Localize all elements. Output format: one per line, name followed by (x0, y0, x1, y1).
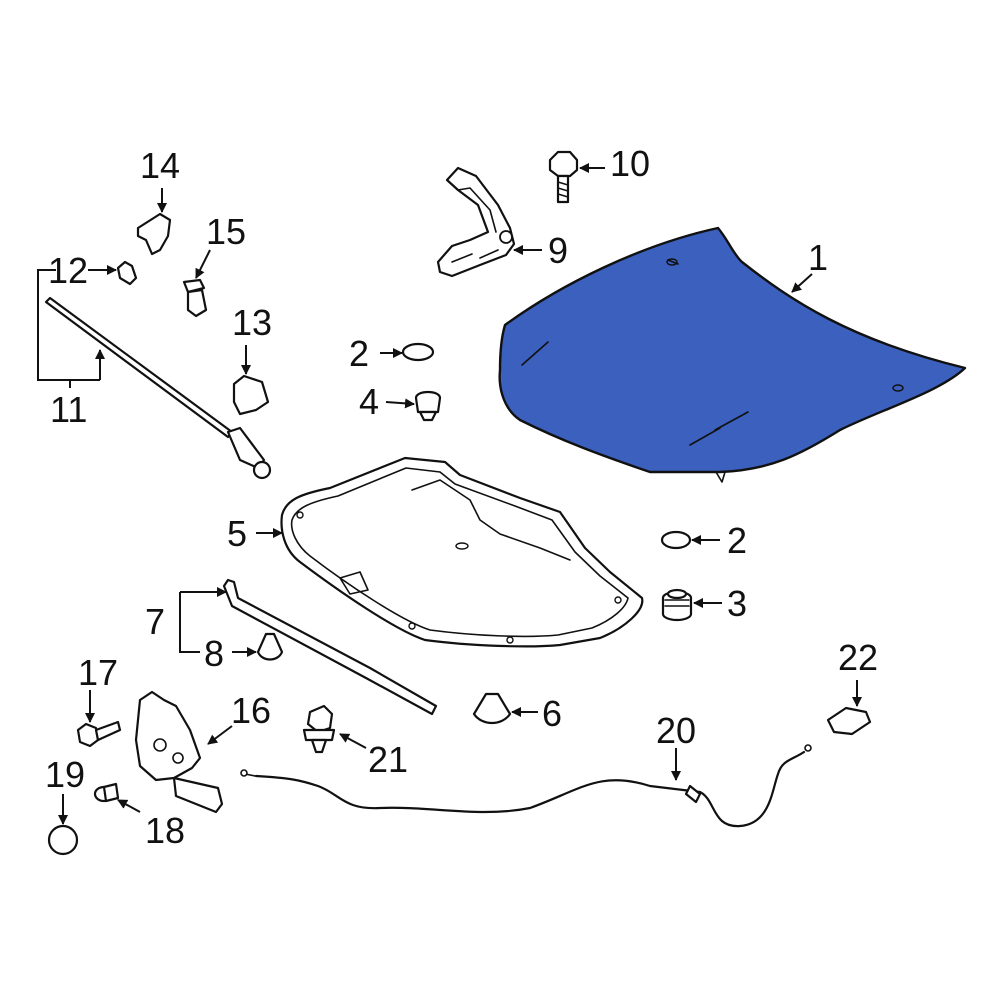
callout-11: 11 (50, 389, 87, 430)
leader-lines (37, 163, 862, 825)
bolt-part-10[interactable] (548, 150, 579, 204)
plug-part-19[interactable] (47, 824, 79, 856)
hood-part-1[interactable] (498, 226, 967, 483)
bumper-part-18[interactable] (93, 782, 120, 803)
callout-3: 3 (727, 583, 747, 624)
bumper-part-4[interactable] (414, 390, 442, 422)
callout-13: 13 (232, 302, 272, 343)
callout-14: 14 (140, 145, 180, 186)
clip-part-8[interactable] (256, 632, 284, 661)
callout-1: 1 (808, 237, 828, 278)
callout-12: 12 (48, 250, 88, 291)
seal-part-2-lower[interactable] (660, 530, 692, 550)
bolt-part-17[interactable] (76, 720, 122, 748)
callout-21: 21 (368, 739, 408, 780)
callout-2-upper: 2 (349, 333, 369, 374)
callout-15: 15 (206, 211, 246, 252)
callout-18: 18 (145, 810, 185, 851)
weatherstrip-part-7[interactable] (222, 578, 438, 716)
cable-part-20[interactable] (240, 744, 812, 828)
clip-part-12[interactable] (116, 260, 138, 286)
callout-22: 22 (838, 637, 878, 678)
clip-part-15[interactable] (182, 278, 208, 318)
callout-19: 19 (45, 754, 85, 795)
bracket-part-13[interactable] (232, 374, 270, 416)
callout-7: 7 (145, 601, 165, 642)
support-rod-part-11[interactable] (44, 296, 272, 480)
bracket-part-14[interactable] (136, 212, 172, 256)
callout-4: 4 (359, 381, 379, 422)
callout-5: 5 (227, 513, 247, 554)
seal-part-2-upper[interactable] (401, 342, 435, 362)
callout-6: 6 (542, 693, 562, 734)
callout-labels: 1 2 2 3 4 5 6 7 8 9 10 11 12 13 14 15 16… (45, 143, 878, 851)
callout-16: 16 (231, 690, 271, 731)
callout-2-lower: 2 (727, 520, 747, 561)
callout-10: 10 (610, 143, 650, 184)
clip-part-21[interactable] (302, 704, 336, 754)
handle-part-22[interactable] (826, 706, 872, 736)
callout-9: 9 (548, 230, 568, 271)
clip-part-6[interactable] (472, 692, 512, 725)
callout-8: 8 (204, 633, 224, 674)
cushion-part-3[interactable] (661, 588, 693, 622)
callout-20: 20 (656, 710, 696, 751)
latch-part-16[interactable] (134, 690, 224, 814)
callout-17: 17 (78, 652, 118, 693)
hinge-part-9[interactable] (436, 166, 516, 278)
insulator-part-5[interactable] (280, 456, 644, 648)
